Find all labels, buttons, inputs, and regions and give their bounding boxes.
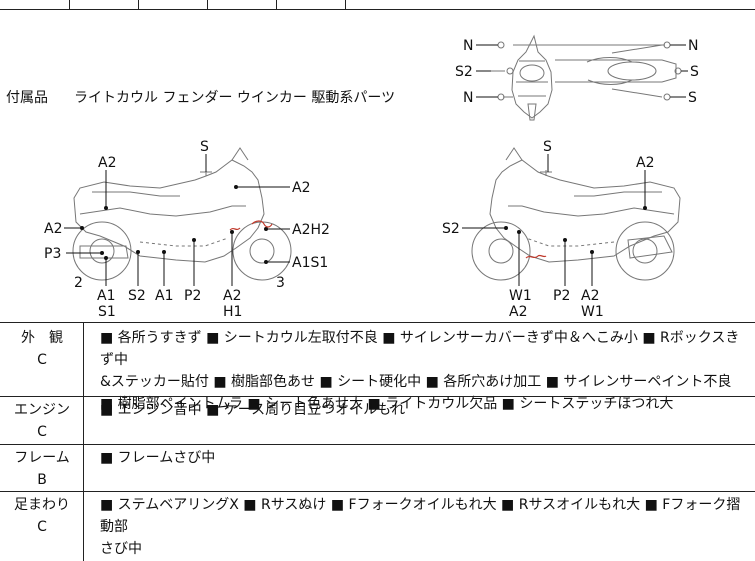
table-row-border — [0, 396, 755, 397]
accessories-label: 付属品 — [6, 90, 48, 106]
top-divider — [276, 0, 277, 9]
right-side-label: S — [543, 139, 552, 155]
left-side-label: A2 — [44, 221, 62, 237]
right-side-label: P2 — [553, 288, 570, 304]
left-side-label: P3 — [44, 246, 61, 262]
section-details: ■ 各所うすきず ■ シートカウル左取付不良 ■ サイレンサーカバーきず中＆へこ… — [100, 327, 750, 415]
left-side-label: S1 — [98, 304, 116, 320]
right-side-label: W1 — [581, 304, 604, 320]
top-border — [0, 9, 755, 10]
top-view-label: N — [463, 38, 473, 54]
detail-line: ■ 樹脂部ペイントムラ ■ シート色あせ大 ■ ライトカウル欠品 ■ シートステ… — [100, 396, 674, 412]
top-divider — [345, 0, 346, 9]
detail-line: ■ フレームさび中 — [100, 450, 216, 466]
left-side-label: A2H2 — [292, 222, 330, 238]
right-side-label: A2 — [581, 288, 599, 304]
top-view-scooter — [491, 34, 682, 121]
right-side-label: W1 — [509, 288, 532, 304]
left-side-label: A1S1 — [292, 255, 328, 271]
section-name: 足まわり — [14, 497, 70, 513]
left-side-label: A1 — [97, 288, 115, 304]
accessories-items: ライトカウル フェンダー ウインカー 駆動系パーツ — [74, 90, 396, 106]
table-divider — [83, 322, 84, 561]
section-name: 外 観 — [21, 330, 63, 346]
top-divider — [69, 0, 70, 9]
table-row-border — [0, 491, 755, 492]
damage-marks — [229, 220, 547, 259]
detail-line: ■ エンジン音中 ■ ケース周り目立つオイルもれ — [100, 402, 406, 418]
top-view-label: N — [688, 38, 698, 54]
left-side-label: H1 — [223, 304, 242, 320]
section-details: ■ フレームさび中 — [100, 447, 750, 469]
left-side-label: A1 — [155, 288, 173, 304]
left-side-label: 3 — [276, 275, 285, 291]
left-side-label: A2 — [98, 155, 116, 171]
top-view-label: S — [688, 90, 697, 106]
section-grade: C — [37, 424, 47, 440]
section-name: フレーム — [14, 450, 70, 466]
left-side-label: A2 — [292, 180, 310, 196]
damage-diagram: N S2 N N S S A2 S A2 A2 A2H2 P3 A1S1 2 3… — [44, 34, 699, 320]
right-side-label: S2 — [442, 221, 460, 237]
section-name: エンジン — [14, 402, 70, 418]
top-divider — [138, 0, 139, 9]
top-view-label: S — [690, 64, 699, 80]
top-view-label: S2 — [455, 64, 473, 80]
right-side-label: A2 — [509, 304, 527, 320]
left-side-label: P2 — [184, 288, 201, 304]
section-details: ■ エンジン音中 ■ ケース周り目立つオイルもれ — [100, 399, 750, 421]
section-details: ■ ステムベアリングX ■ Rサスぬけ ■ Fフォークオイルもれ大 ■ Rサスオ… — [100, 494, 750, 560]
left-side-label: S — [200, 139, 209, 155]
detail-line: ■ 各所うすきず ■ シートカウル左取付不良 ■ サイレンサーカバーきず中＆へこ… — [100, 330, 740, 368]
table-row-border — [0, 444, 755, 445]
right-side-scooter — [471, 147, 681, 281]
left-side-label: 2 — [74, 275, 83, 291]
left-side-label: S2 — [128, 288, 146, 304]
section-grade: C — [37, 519, 47, 535]
table-border — [0, 322, 755, 323]
section-grade: C — [37, 352, 47, 368]
detail-line: ■ ステムベアリングX ■ Rサスぬけ ■ Fフォークオイルもれ大 ■ Rサスオ… — [100, 497, 741, 535]
top-view-label: N — [463, 90, 473, 106]
detail-line: &ステッカー貼付 ■ 樹脂部色あせ ■ シート硬化中 ■ 各所穴あけ加工 ■ サ… — [100, 374, 732, 390]
top-divider — [207, 0, 208, 9]
left-side-label: A2 — [223, 288, 241, 304]
detail-line: さび中 — [100, 541, 142, 557]
section-grade: B — [37, 472, 47, 488]
right-side-label: A2 — [636, 155, 654, 171]
